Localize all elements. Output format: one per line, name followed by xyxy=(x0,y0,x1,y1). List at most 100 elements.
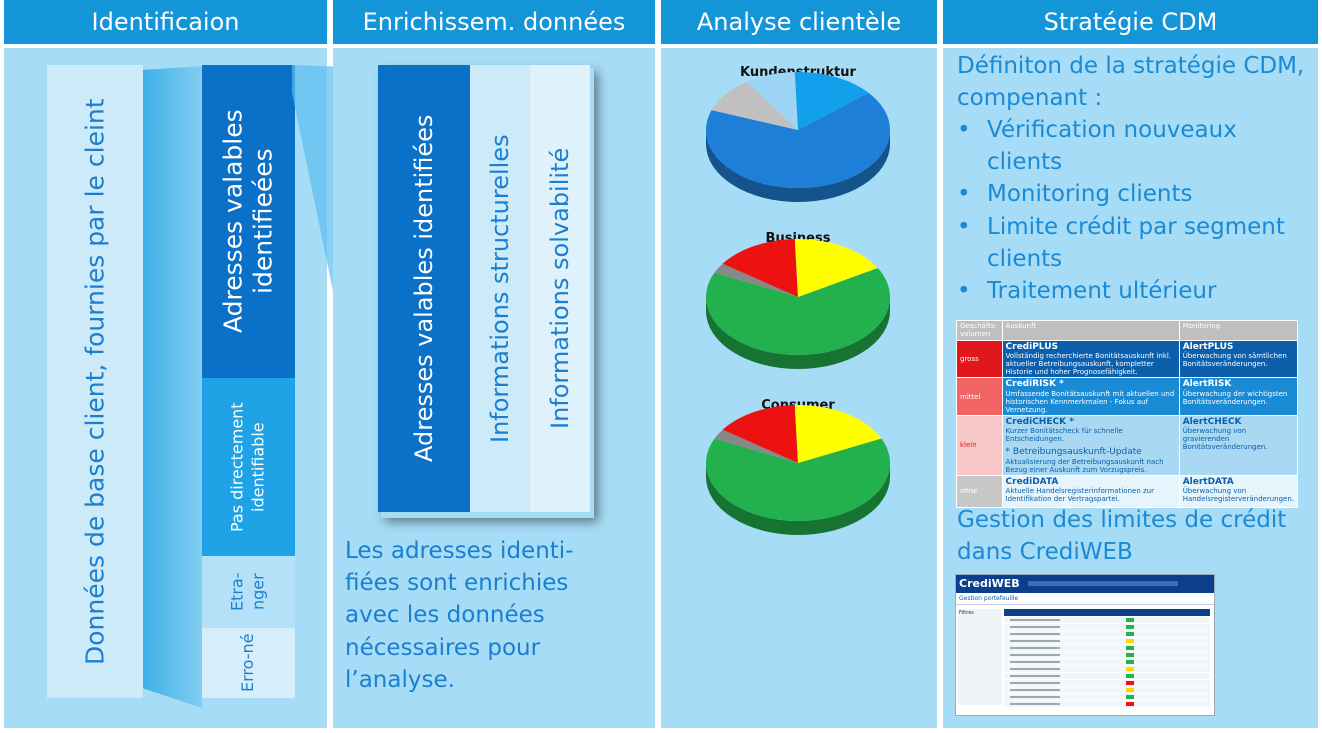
crediweb-logo: CrediWEB xyxy=(959,577,1020,590)
crediweb-row xyxy=(1004,687,1210,693)
crediweb-status-mark xyxy=(1126,618,1134,622)
crediweb-row-bar xyxy=(1010,689,1060,691)
crediweb-topbar: CrediWEB xyxy=(956,575,1214,593)
crediweb-row xyxy=(1004,680,1210,686)
erroneous-box: Erro-né xyxy=(202,628,295,698)
header-enrichment: Enrichissem. données xyxy=(333,0,655,44)
crediweb-status-mark xyxy=(1126,625,1134,629)
base-data-box: Données de base client, fournies par le … xyxy=(47,65,143,698)
crediweb-row xyxy=(1004,701,1210,707)
foreign-box: Etra-nger xyxy=(202,556,295,628)
pie-slice-side xyxy=(706,130,890,202)
crediweb-status-mark xyxy=(1126,646,1134,650)
crediweb-row-bar xyxy=(1010,675,1060,677)
volume-cell: gross xyxy=(956,339,1003,379)
header-strategy: Stratégie CDM xyxy=(943,0,1318,44)
pie-slice xyxy=(722,239,798,297)
crediweb-row xyxy=(1004,645,1210,651)
th-monitoring: Monitoring xyxy=(1178,320,1299,341)
pie-slice xyxy=(794,405,882,463)
analysis-panel: KundenstrukturBusinessConsumer xyxy=(661,48,937,728)
bullet-monitoring: Monitoring clients xyxy=(957,178,1302,210)
crediweb-row-bar xyxy=(1010,640,1060,642)
valid-addresses-label: Adresses valables identifieées xyxy=(218,109,278,334)
crediweb-row xyxy=(1004,666,1210,672)
th-report: Auskunft xyxy=(1001,320,1180,341)
crediweb-row xyxy=(1004,659,1210,665)
enrich-valid-box: Adresses valables identifiées xyxy=(378,65,470,512)
crediweb-status-mark xyxy=(1126,667,1134,671)
crediweb-row-bar xyxy=(1010,696,1060,698)
crediweb-row xyxy=(1004,617,1210,623)
crediweb-row xyxy=(1004,638,1210,644)
header-analysis: Analyse clientèle xyxy=(661,0,937,44)
crediweb-status-mark xyxy=(1126,660,1134,664)
crediweb-status-mark xyxy=(1126,702,1134,706)
crediweb-row xyxy=(1004,652,1210,658)
crediweb-row xyxy=(1004,673,1210,679)
pie-slice-side xyxy=(706,463,890,535)
crediweb-row-bar xyxy=(1010,654,1060,656)
crediweb-row-bar xyxy=(1010,633,1060,635)
limits-heading: Gestion des limites de crédit dans Credi… xyxy=(957,507,1287,566)
volume-cell: ohne xyxy=(956,474,1003,508)
enrichment-panel: Adresses valables identifiées Informatio… xyxy=(333,48,655,728)
crediweb-row-bar xyxy=(1010,661,1060,663)
product-cell: CrediCHECK *Kurzer Bonitätscheck für sch… xyxy=(1001,414,1180,476)
pie-slice xyxy=(706,268,890,355)
not-direct-box: Pas directement identifiable xyxy=(202,378,295,556)
crediweb-row-bar xyxy=(1010,703,1060,705)
product-cell: CrediRISK *Umfassende Bonitätsauskunft m… xyxy=(1001,377,1180,416)
crediweb-grid-header xyxy=(1004,609,1210,616)
crediweb-row-bar xyxy=(1010,682,1060,684)
base-data-label: Données de base client, fournies par le … xyxy=(80,98,110,665)
erroneous-label: Erro-né xyxy=(238,633,258,693)
pie-slice xyxy=(746,72,798,130)
structural-info-box: Informations structurelles xyxy=(470,65,530,512)
crediweb-row xyxy=(1004,631,1210,637)
table-row: klein CrediCHECK *Kurzer Bonitätscheck f… xyxy=(956,414,1299,476)
pie-slice xyxy=(722,405,798,463)
funnel-shape xyxy=(142,66,202,708)
pie-slice xyxy=(714,263,798,297)
crediweb-status-mark xyxy=(1126,632,1134,636)
strategy-bullet-list: Vérification nouveaux clients Monitoring… xyxy=(957,114,1302,307)
crediweb-status-mark xyxy=(1126,695,1134,699)
solvency-info-label: Informations solvabilité xyxy=(546,147,574,430)
pie-slice xyxy=(714,429,798,463)
pie-slice-side xyxy=(706,297,890,369)
crediweb-row xyxy=(1004,624,1210,630)
crediweb-row-bar xyxy=(1010,647,1060,649)
bullet-new-clients: Vérification nouveaux clients xyxy=(957,114,1302,178)
not-direct-label: Pas directement identifiable xyxy=(227,402,268,532)
pie-slice xyxy=(706,438,890,521)
pie-slice xyxy=(711,81,798,130)
crediweb-screenshot: CrediWEB Gestion portefeuille Filtres xyxy=(955,574,1215,716)
crediweb-status-mark xyxy=(1126,653,1134,657)
crediweb-filters: Filtres xyxy=(958,609,1002,705)
volume-cell: klein xyxy=(956,414,1003,476)
bullet-credit-limit: Limite crédit par segment clients xyxy=(957,211,1302,275)
strategy-intro: Définiton de la stratégie CDM, compenant… xyxy=(957,53,1305,112)
bullet-further-processing: Traitement ultérieur xyxy=(957,275,1302,307)
solvency-info-box: Informations solvabilité xyxy=(530,65,590,512)
crediweb-row-bar xyxy=(1010,626,1060,628)
crediweb-title: Gestion portefeuille xyxy=(956,593,1214,605)
structural-info-label: Informations structurelles xyxy=(486,134,514,443)
header-identification: Identificaion xyxy=(4,0,327,44)
volume-cell: mittel xyxy=(956,377,1003,416)
enrich-valid-label: Adresses valables identifiées xyxy=(410,114,438,463)
product-table: Geschäfts-volumen Auskunft Monitoring gr… xyxy=(956,320,1299,508)
crediweb-status-mark xyxy=(1126,681,1134,685)
foreign-label: Etra-nger xyxy=(227,572,268,612)
pie-slice xyxy=(794,239,878,297)
crediweb-row xyxy=(1004,694,1210,700)
crediweb-status-mark xyxy=(1126,688,1134,692)
crediweb-status-mark xyxy=(1126,639,1134,643)
